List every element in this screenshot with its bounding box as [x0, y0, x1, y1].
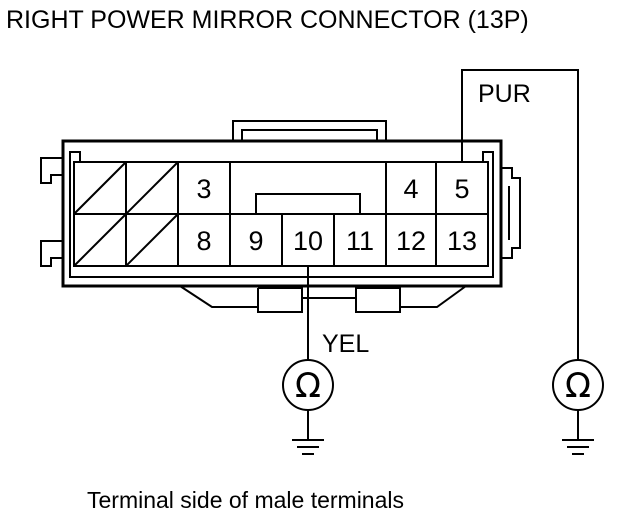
connector-bottom-tab-right [355, 287, 401, 307]
terminal-3-label: 3 [196, 174, 211, 204]
terminal-cavities [177, 161, 489, 267]
ohmmeter-right: Ω [552, 359, 604, 440]
connector-top-latch-inner [241, 129, 378, 141]
connector-bottom-skirt [179, 285, 467, 313]
wire-pur [461, 69, 579, 360]
terminal-11-label: 11 [346, 226, 374, 256]
terminal-10-label: 10 [293, 226, 323, 256]
connector-left-clip-lower [40, 240, 63, 267]
diagram-title: RIGHT POWER MIRROR CONNECTOR (13P) [6, 6, 529, 34]
ohmmeter-left: Ω [282, 359, 334, 440]
wire-yel-label: YEL [322, 330, 369, 358]
connector-housing [61, 139, 503, 288]
terminal-5-label: 5 [454, 174, 469, 204]
terminal-12-label: 12 [396, 226, 426, 256]
connector-left-clip-upper [40, 157, 63, 184]
ground-left-icon [292, 439, 324, 455]
diagram-caption: Terminal side of male terminals [87, 487, 404, 513]
connector-center-key [255, 193, 361, 214]
ground-right-icon [562, 439, 594, 455]
terminal-4-label: 4 [403, 174, 418, 204]
terminal-13-label: 13 [447, 226, 477, 256]
terminal-9-label: 9 [248, 226, 263, 256]
ohm-icon: Ω [565, 366, 591, 406]
terminal-8-label: 8 [196, 226, 211, 256]
wire-pur-label: PUR [478, 80, 531, 108]
connector-bottom-tab-left [258, 287, 303, 298]
connector-top-latch [232, 120, 387, 141]
ohm-icon: Ω [295, 366, 321, 406]
connector-right-lock [501, 167, 521, 259]
blank-cavities [73, 161, 179, 267]
